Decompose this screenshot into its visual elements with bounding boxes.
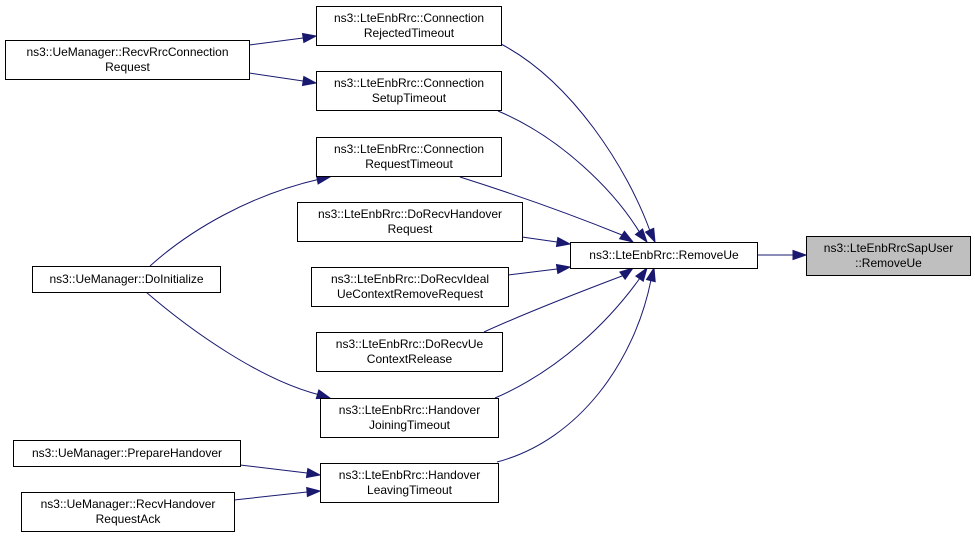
node-sapuser-removeue: ns3::LteEnbRrcSapUser::RemoveUe <box>806 236 971 276</box>
edge-uemgr_prepare_handover-to-handover_leaving_timeout <box>239 464 322 479</box>
node-uemgr-prepare-handover[interactable]: ns3::UeManager::PrepareHandover <box>13 440 241 467</box>
node-box[interactable] <box>316 137 502 177</box>
arrowhead-icon <box>619 267 635 281</box>
node-box[interactable] <box>316 6 502 46</box>
arrowhead-icon <box>792 249 808 261</box>
edge-line <box>483 275 623 333</box>
node-box[interactable] <box>316 71 502 111</box>
node-label-line: ns3::LteEnbRrc::DoRecvHandover <box>318 207 502 221</box>
edge-do_recv_ue_ctx_release-to-rrc_removeue <box>483 267 635 333</box>
arrowhead-icon <box>618 230 635 243</box>
node-box[interactable] <box>311 267 509 307</box>
node-label-line: ns3::LteEnbRrcSapUser <box>824 241 953 255</box>
node-box[interactable] <box>32 266 221 293</box>
node-label-line: ns3::LteEnbRrc::Connection <box>334 76 484 90</box>
arrowhead-icon <box>306 486 322 498</box>
edge-line <box>507 268 558 276</box>
edge-line <box>239 464 308 474</box>
arrowhead-icon <box>634 266 648 283</box>
edge-line <box>149 178 321 267</box>
node-box[interactable] <box>320 463 499 503</box>
edge-uemgr_do_initialize-to-handover_joining_timeout <box>145 291 332 400</box>
node-label-line: ns3::LteEnbRrc::DoRecvIdeal <box>331 272 489 286</box>
node-label-line: RequestAck <box>96 512 162 526</box>
edge-line <box>494 277 641 399</box>
node-label-line: ns3::UeManager::RecvHandover <box>41 497 216 511</box>
edges-layer <box>145 32 808 501</box>
node-label-line: JoiningTimeout <box>369 418 451 432</box>
arrowhead-icon <box>644 227 656 244</box>
node-box[interactable] <box>21 492 235 532</box>
node-label-line: Request <box>388 222 433 236</box>
edge-line <box>233 491 308 501</box>
node-uemgr-do-initialize[interactable]: ns3::UeManager::DoInitialize <box>32 266 221 293</box>
node-label-line: LeavingTimeout <box>367 483 453 497</box>
node-label-line: ns3::LteEnbRrc::Connection <box>334 142 484 156</box>
node-label-line: ::RemoveUe <box>855 256 922 270</box>
node-box[interactable] <box>316 332 503 372</box>
node-box[interactable] <box>13 440 241 467</box>
node-box[interactable] <box>320 398 499 438</box>
node-label-line: ns3::UeManager::PrepareHandover <box>32 446 222 460</box>
arrowhead-icon <box>305 467 322 479</box>
node-label-line: ContextRelease <box>367 352 453 366</box>
edge-line <box>500 43 651 232</box>
arrowhead-icon <box>315 389 332 400</box>
node-label-line: ns3::LteEnbRrc::Handover <box>339 468 480 482</box>
node-label-line: ns3::UeManager::RecvRrcConnection <box>26 45 228 59</box>
edge-conn_request_timeout-to-rrc_removeue <box>459 176 635 243</box>
arrowhead-icon <box>634 228 648 244</box>
edge-uemgr_recv_rrc_conn_request-to-conn_setup_timeout <box>248 72 318 87</box>
edge-line <box>459 176 623 236</box>
nodes-layer: ns3::LteEnbRrcSapUser::RemoveUens3::LteE… <box>5 6 971 532</box>
node-label-line: RequestTimeout <box>365 157 453 171</box>
arrowhead-icon <box>555 263 572 275</box>
node-box <box>806 236 971 276</box>
node-box[interactable] <box>297 202 523 242</box>
edge-conn_setup_timeout-to-rrc_removeue <box>497 110 648 244</box>
node-label-line: ns3::UeManager::DoInitialize <box>49 272 203 286</box>
node-label-line: ns3::LteEnbRrc::Connection <box>334 11 484 25</box>
edge-line <box>248 72 304 82</box>
edge-line <box>521 236 558 243</box>
edge-handover_joining_timeout-to-rrc_removeue <box>494 266 648 399</box>
edge-do_recv_ideal_ue_ctx_remove-to-rrc_removeue <box>507 263 572 276</box>
node-label-line: SetupTimeout <box>372 91 447 105</box>
node-box[interactable] <box>5 40 250 80</box>
edge-line <box>497 110 641 234</box>
arrowhead-icon <box>301 32 318 44</box>
arrowhead-icon <box>645 266 656 283</box>
arrowhead-icon <box>301 75 318 87</box>
edge-conn_rejected_timeout-to-rrc_removeue <box>500 43 656 244</box>
edge-do_recv_handover_request-to-rrc_removeue <box>521 236 572 248</box>
node-label-line: RejectedTimeout <box>364 26 455 40</box>
node-conn-rejected-timeout[interactable]: ns3::LteEnbRrc::ConnectionRejectedTimeou… <box>316 6 502 46</box>
arrowhead-icon <box>555 236 572 248</box>
node-box[interactable] <box>570 242 758 269</box>
node-label-line: Request <box>105 60 150 74</box>
edge-line <box>496 279 652 463</box>
edge-line <box>145 291 321 396</box>
edge-uemgr_recv_rrc_conn_request-to-conn_rejected_timeout <box>248 32 318 46</box>
node-rrc-removeue[interactable]: ns3::LteEnbRrc::RemoveUe <box>570 242 758 269</box>
edge-rrc_removeue-to-sapuser_removeue <box>757 249 808 261</box>
edge-uemgr_do_initialize-to-conn_request_timeout <box>149 174 332 267</box>
node-label-line: ns3::LteEnbRrc::RemoveUe <box>589 248 739 262</box>
edge-uemgr_recv_handover_request_ack-to-handover_leaving_timeout <box>233 486 322 501</box>
node-label-line: UeContextRemoveRequest <box>337 287 484 301</box>
node-label-line: ns3::LteEnbRrc::Handover <box>339 403 480 417</box>
edge-line <box>248 37 304 46</box>
edge-handover_leaving_timeout-to-rrc_removeue <box>496 266 656 463</box>
node-do-recv-ideal-ue-ctx-remove[interactable]: ns3::LteEnbRrc::DoRecvIdealUeContextRemo… <box>311 267 509 307</box>
node-label-line: ns3::LteEnbRrc::DoRecvUe <box>336 337 484 351</box>
